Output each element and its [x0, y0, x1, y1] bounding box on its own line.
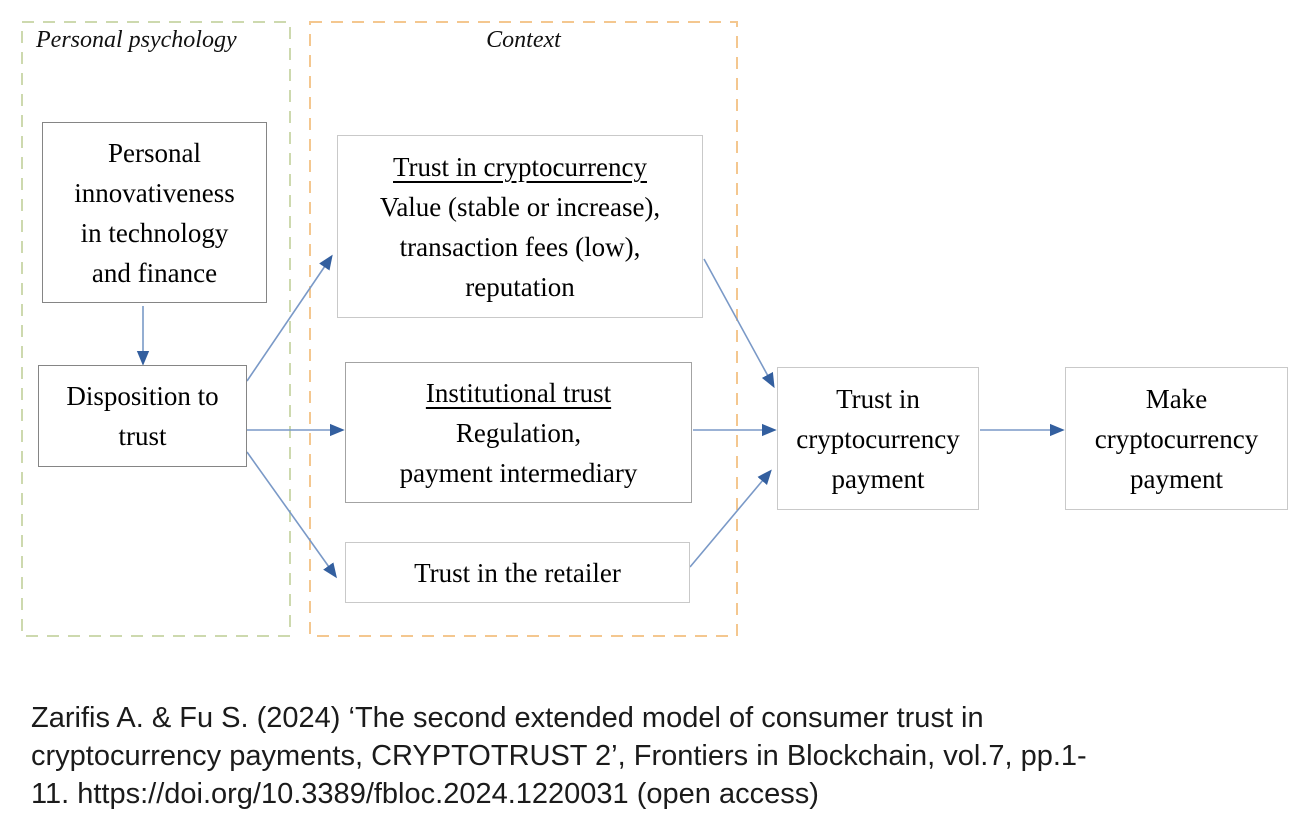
container-personal-psychology — [21, 21, 291, 637]
citation-line: 11. https://doi.org/10.3389/fbloc.2024.1… — [31, 778, 819, 810]
node-text-line: Disposition to — [66, 381, 219, 411]
container-label-personal-psychology: Personal psychology — [36, 27, 237, 53]
node-trust-in-cryptocurrency: Trust in cryptocurrency Value (stable or… — [337, 135, 703, 318]
node-title: Trust in cryptocurrency — [393, 151, 647, 182]
arrow-retailer-to-payment-trust — [689, 469, 772, 568]
node-text-line: in technology — [80, 217, 229, 248]
node-text-line: payment — [831, 463, 925, 494]
node-text-line: transaction fees (low), — [399, 231, 641, 262]
container-context — [309, 21, 738, 637]
node-text-line: cryptocurrency — [1094, 423, 1259, 454]
node-trust-in-cryptocurrency-payment: Trust in cryptocurrency payment — [777, 367, 979, 510]
node-text-line: payment intermediary — [399, 457, 638, 488]
node-text-line: and finance — [91, 257, 218, 288]
arrow-disposition-to-trust-crypto — [246, 254, 333, 382]
node-title: Institutional trust — [425, 377, 612, 408]
node-text-line: Personal — [108, 137, 201, 168]
node-text-line: cryptocurrency — [796, 423, 960, 454]
arrow-trust-crypto-to-payment-trust — [703, 258, 775, 389]
node-disposition-to-trust: Disposition to trust — [38, 365, 247, 467]
node-institutional-trust: Institutional trust Regulation, payment … — [345, 362, 692, 503]
node-text-line: trust — [118, 421, 167, 451]
node-text-line: Make — [1145, 383, 1208, 414]
citation: Zarifis A. & Fu S. (2024) ‘The second ex… — [31, 699, 1293, 813]
citation-line: cryptocurrency payments, CRYPTOTRUST 2’,… — [31, 740, 1087, 772]
node-make-cryptocurrency-payment: Make cryptocurrency payment — [1065, 367, 1288, 510]
node-text-line: Regulation, — [455, 417, 582, 448]
citation-line: Zarifis A. & Fu S. (2024) ‘The second ex… — [31, 702, 984, 734]
node-text-line: innovativeness — [74, 177, 235, 208]
node-text-line: Value (stable or increase), — [379, 191, 661, 222]
node-personal-innovativeness: Personal innovativeness in technology an… — [42, 122, 267, 303]
node-text-line: reputation — [465, 271, 575, 302]
node-text-line: Trust in — [836, 383, 920, 414]
arrow-disposition-to-retailer — [246, 451, 337, 579]
node-text-line: Trust in the retailer — [414, 557, 621, 588]
node-text-line: payment — [1130, 463, 1223, 494]
container-label-context: Context — [486, 27, 561, 53]
node-trust-in-retailer: Trust in the retailer — [345, 542, 690, 603]
